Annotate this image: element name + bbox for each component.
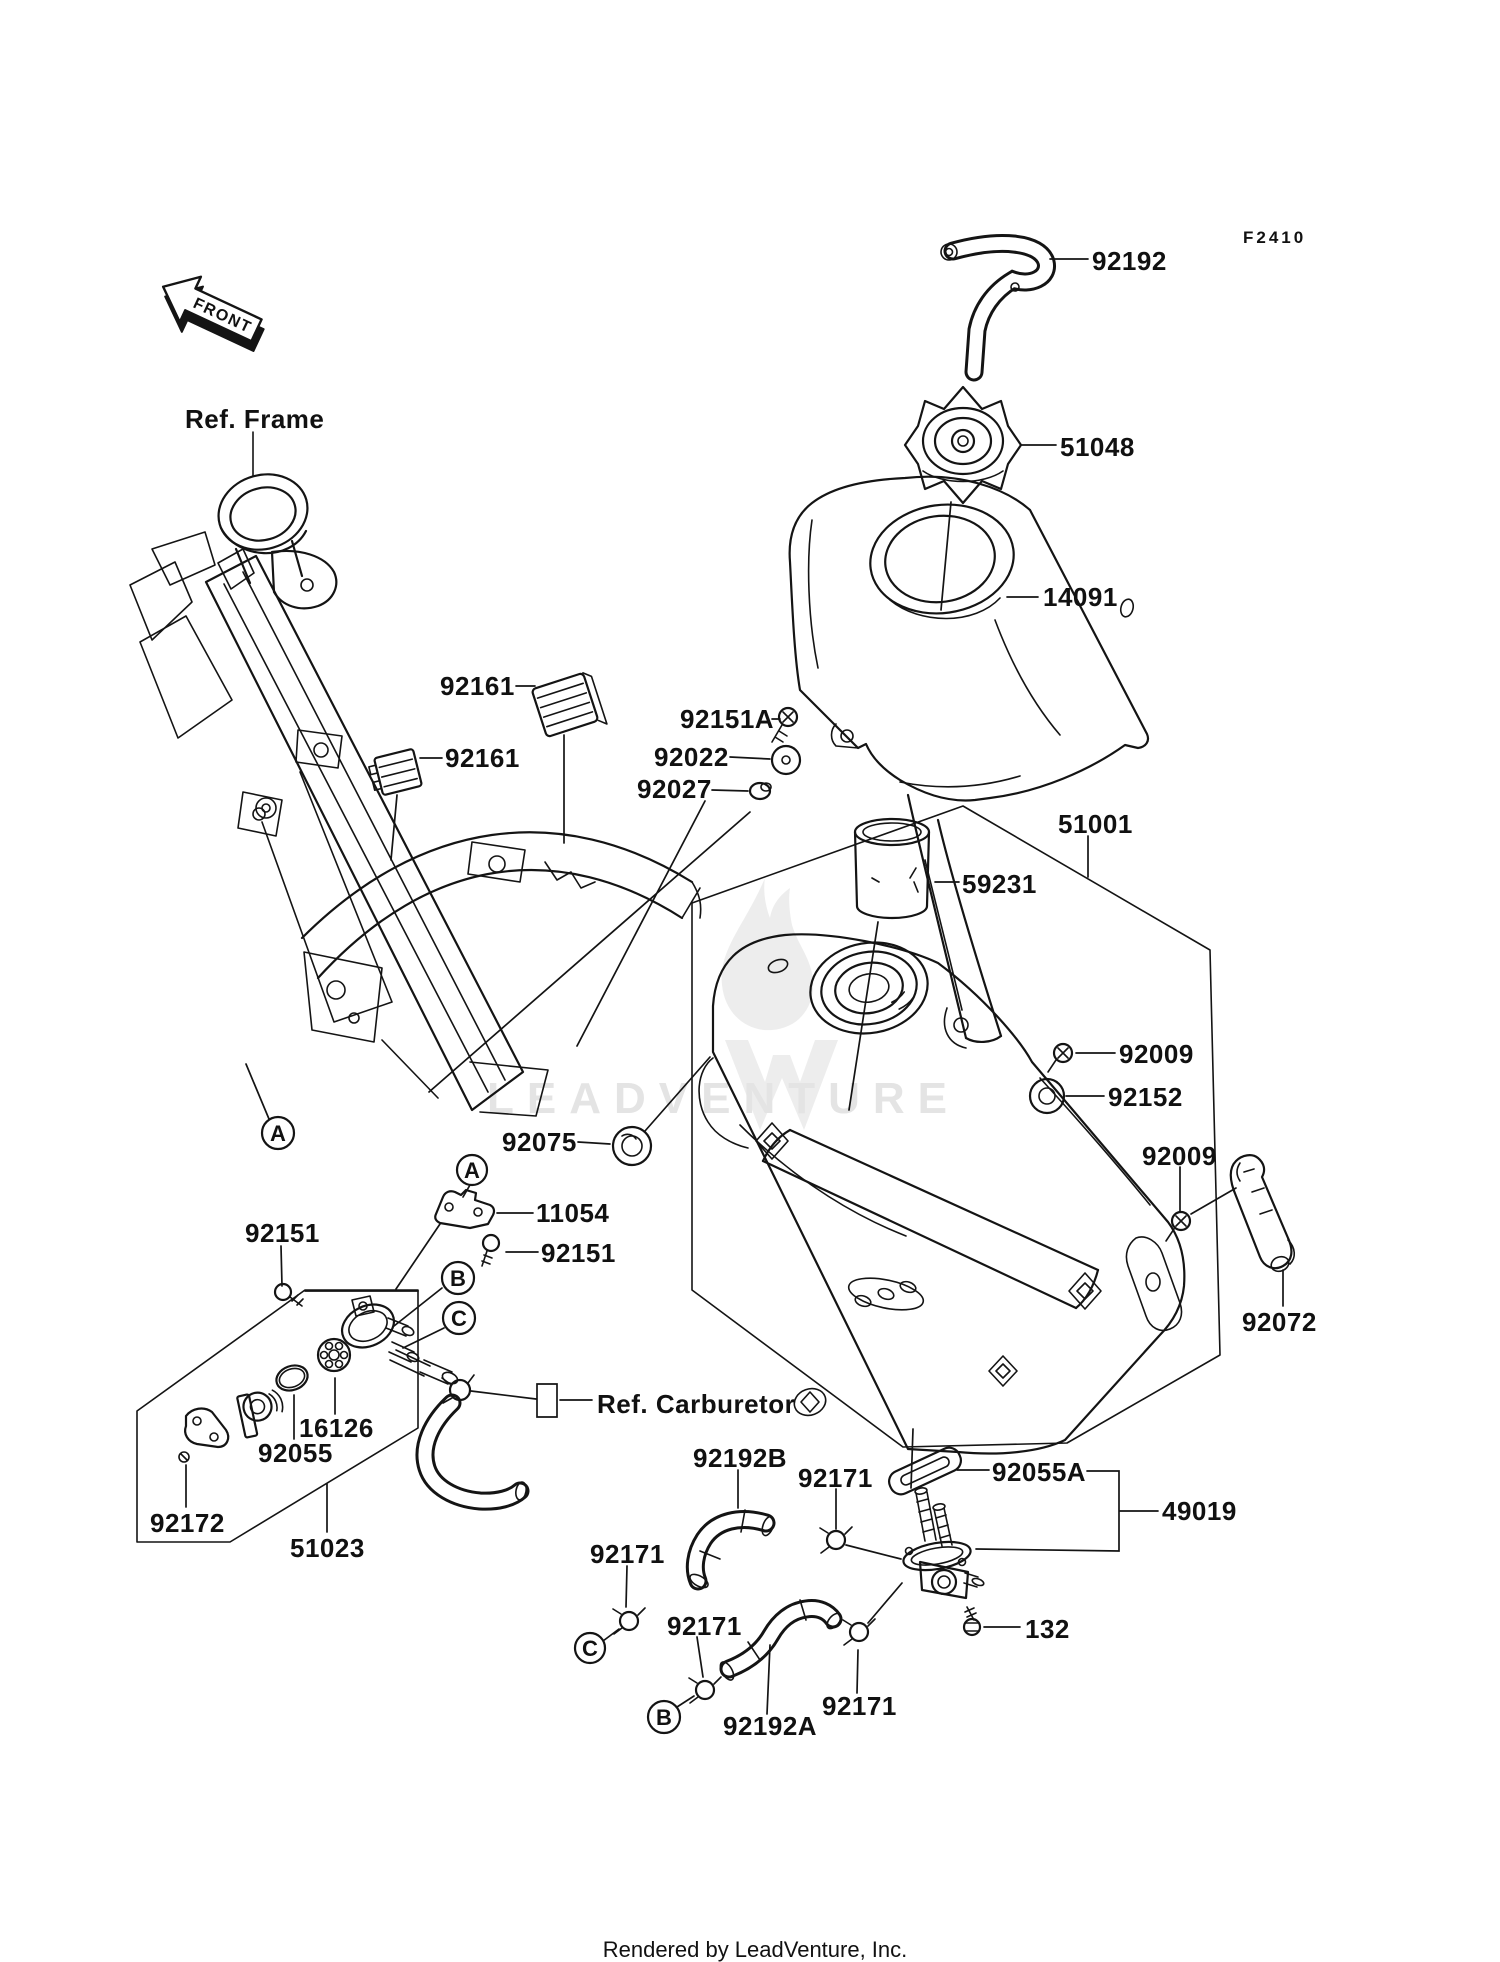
label-132[interactable]: 132 [1025,1614,1070,1644]
vent-hose-92192 [940,234,1056,382]
tank-cover-14091 [788,475,1150,1043]
label-92171-d[interactable]: 92171 [822,1691,897,1721]
band-92072 [1229,1154,1296,1273]
flame-watermark-icon [721,878,814,1031]
screw-92009-lower [1165,1210,1192,1242]
label-92192A[interactable]: 92192A [723,1711,817,1741]
label-16126[interactable]: 16126 [299,1413,374,1443]
label-11054[interactable]: 11054 [536,1198,609,1228]
watermark-text: LEADVENTURE [487,1074,960,1123]
label-92009-b[interactable]: 92009 [1142,1141,1217,1171]
hose-92192A [719,1599,843,1681]
svg-text:C: C [451,1306,467,1331]
screw-92151A [771,706,799,743]
svg-text:A: A [464,1158,480,1183]
label-51001[interactable]: 51001 [1058,809,1133,839]
footer-credit: Rendered by LeadVenture, Inc. [603,1937,908,1962]
bracket-11054 [434,1188,496,1230]
leadventure-watermark: LEADVENTURE [487,878,960,1130]
screw-92151-right [481,1233,501,1267]
label-59231[interactable]: 59231 [962,869,1037,899]
petcock-group-outline-51023 [136,1289,419,1543]
screw-92009-upper [1047,1042,1074,1073]
label-92027[interactable]: 92027 [637,774,712,804]
label-92161-a[interactable]: 92161 [440,671,515,701]
strainer-16126 [316,1337,352,1373]
label-92172[interactable]: 92172 [150,1508,225,1538]
label-92192[interactable]: 92192 [1092,246,1167,276]
diagram-code: F2410 [1243,228,1306,247]
label-14091[interactable]: 14091 [1043,582,1118,612]
carb-hose [415,1393,530,1511]
callout-c-4: C [573,1631,607,1665]
label-92171-b[interactable]: 92171 [590,1539,665,1569]
callout-a-1: A [455,1153,489,1187]
clamp-92171-mid [688,1676,722,1704]
tank-group-outline-51001 [691,805,1221,1448]
clamp-92171-left [612,1607,646,1635]
tap-lever [236,1389,284,1439]
label-92192B[interactable]: 92192B [693,1443,787,1473]
front-direction-badge: FRONT [161,275,265,352]
damper-92161-lower [368,748,423,796]
callout-b-2: B [440,1260,476,1296]
label-92152[interactable]: 92152 [1108,1082,1183,1112]
label-92055A[interactable]: 92055A [992,1457,1086,1487]
washer-92022 [770,744,802,776]
logo-v-watermark-icon [725,1040,838,1130]
o-ring-92055 [275,1364,309,1392]
label-92161-b[interactable]: 92161 [445,743,520,773]
bolt-132 [962,1606,982,1637]
fuel-cap-51048 [903,385,1023,505]
clamp-92171-top [819,1526,853,1554]
fuel-tap-49019 [888,1446,985,1600]
part-labels: 921925104814091921619216192151A920229202… [150,246,1317,1741]
clamp-92171-right [842,1618,876,1646]
label-92009-a[interactable]: 92009 [1119,1039,1194,1069]
svg-text:B: B [656,1705,672,1730]
label-92022[interactable]: 92022 [654,742,729,772]
leader-lines [185,258,1284,1715]
callout-b-5: B [646,1699,682,1735]
label-92151-l[interactable]: 92151 [245,1218,320,1248]
callout-c-3: C [441,1300,477,1336]
label-92055[interactable]: 92055 [258,1438,333,1468]
label-92151A[interactable]: 92151A [680,704,774,734]
label-92072[interactable]: 92072 [1242,1307,1317,1337]
fuel-tap-51023 [341,1295,459,1385]
label-92171-c[interactable]: 92171 [667,1611,742,1641]
plate-92172 [178,1407,230,1463]
svg-text:A: A [270,1121,286,1146]
label-49019[interactable]: 49019 [1162,1496,1237,1526]
label-ref-frame: Ref. Frame [185,404,324,434]
label-51023[interactable]: 51023 [290,1533,365,1563]
damper-92027 [748,781,772,801]
frame-art [129,431,702,1117]
svg-text:C: C [582,1636,598,1661]
clamp-carb [441,1374,475,1404]
label-51048[interactable]: 51048 [1060,432,1135,462]
label-92075[interactable]: 92075 [502,1127,577,1157]
svg-text:B: B [450,1266,466,1291]
washer-92152 [1028,1077,1066,1115]
grommet-92075 [611,1125,653,1167]
filler-neck [809,941,929,1035]
hose-92192B [685,1509,776,1591]
label-92151-r[interactable]: 92151 [541,1238,616,1268]
callout-a-0: A [260,1115,296,1151]
damper-92161-upper [531,672,608,738]
label-ref-carburetor: Ref. Carburetor [597,1389,795,1419]
label-92171-a[interactable]: 92171 [798,1463,873,1493]
